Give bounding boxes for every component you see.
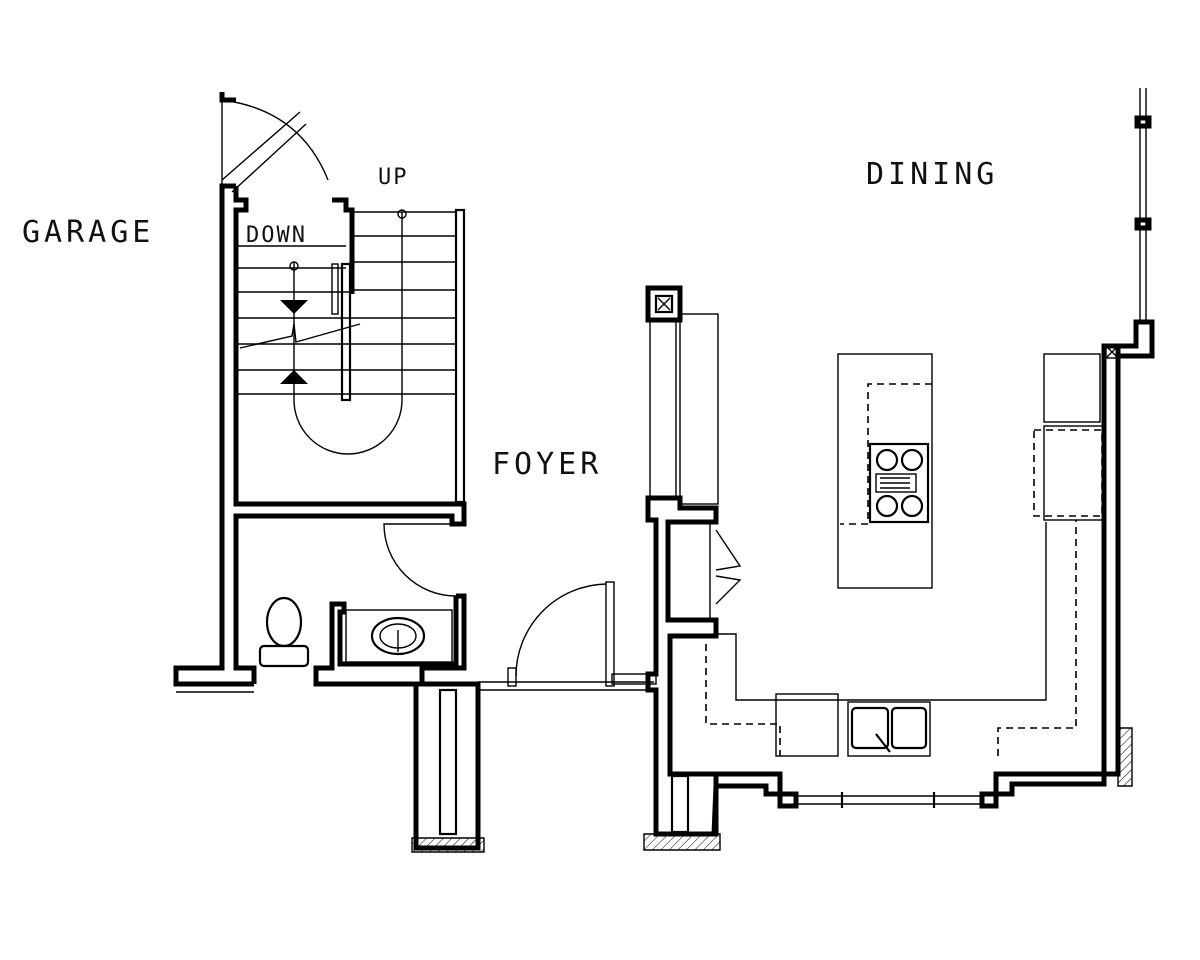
kitchen-sink-icon bbox=[847, 701, 931, 757]
toilet-icon bbox=[258, 596, 310, 668]
label-garage: GARAGE bbox=[22, 215, 154, 250]
foyer-column bbox=[645, 285, 719, 505]
staircase bbox=[238, 197, 466, 504]
powder-room bbox=[258, 523, 467, 687]
label-dining: DINING bbox=[866, 157, 998, 192]
arrow-up-icon bbox=[280, 370, 308, 384]
label-up: UP bbox=[378, 165, 409, 190]
arrow-down-icon bbox=[280, 300, 308, 314]
east-wall bbox=[1033, 88, 1155, 787]
cooktop-icon bbox=[868, 442, 930, 524]
garage-entry-door bbox=[219, 92, 329, 193]
label-down: DOWN bbox=[246, 223, 307, 248]
kitchen-island bbox=[837, 353, 933, 589]
sink-icon bbox=[345, 609, 453, 663]
front-door bbox=[478, 581, 657, 691]
kitchen-counters bbox=[705, 343, 1121, 837]
kitchen-west-wall bbox=[643, 495, 742, 851]
west-walls bbox=[173, 183, 467, 693]
center-pillar bbox=[411, 681, 485, 853]
label-foyer: FOYER bbox=[492, 447, 602, 482]
